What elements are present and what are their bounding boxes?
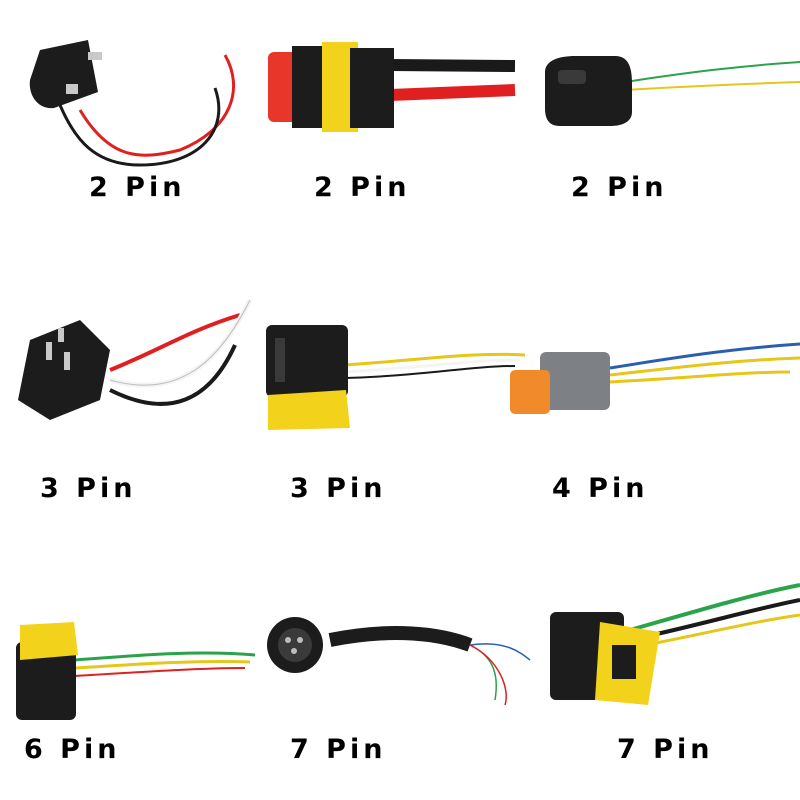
connector-label: 3 Pin <box>40 473 137 504</box>
connector-label: 7 Pin <box>290 734 387 765</box>
connector-label: 2 Pin <box>314 172 411 203</box>
seven-pin-round-sensor-connector-icon <box>267 617 531 706</box>
two-pin-black-housing-connector-icon <box>545 56 800 126</box>
connector-label: 4 Pin <box>552 473 649 504</box>
three-pin-yellow-black-connector-icon <box>266 325 526 430</box>
three-pin-trailer-plug-icon <box>18 298 253 420</box>
connector-label: 2 Pin <box>571 172 668 203</box>
connector-label: 2 Pin <box>89 172 186 203</box>
seven-pin-yellow-black-large-connector-icon <box>550 583 800 705</box>
four-pin-deutsch-grey-connector-icon <box>510 342 800 414</box>
connector-label: 6 Pin <box>24 734 121 765</box>
connector-label: 3 Pin <box>290 473 387 504</box>
two-pin-round-plug-icon <box>29 40 235 167</box>
connector-label: 7 Pin <box>617 734 714 765</box>
two-pin-sealed-red-yellow-connector-icon <box>268 42 516 132</box>
six-pin-yellow-black-connector-icon <box>16 622 256 720</box>
